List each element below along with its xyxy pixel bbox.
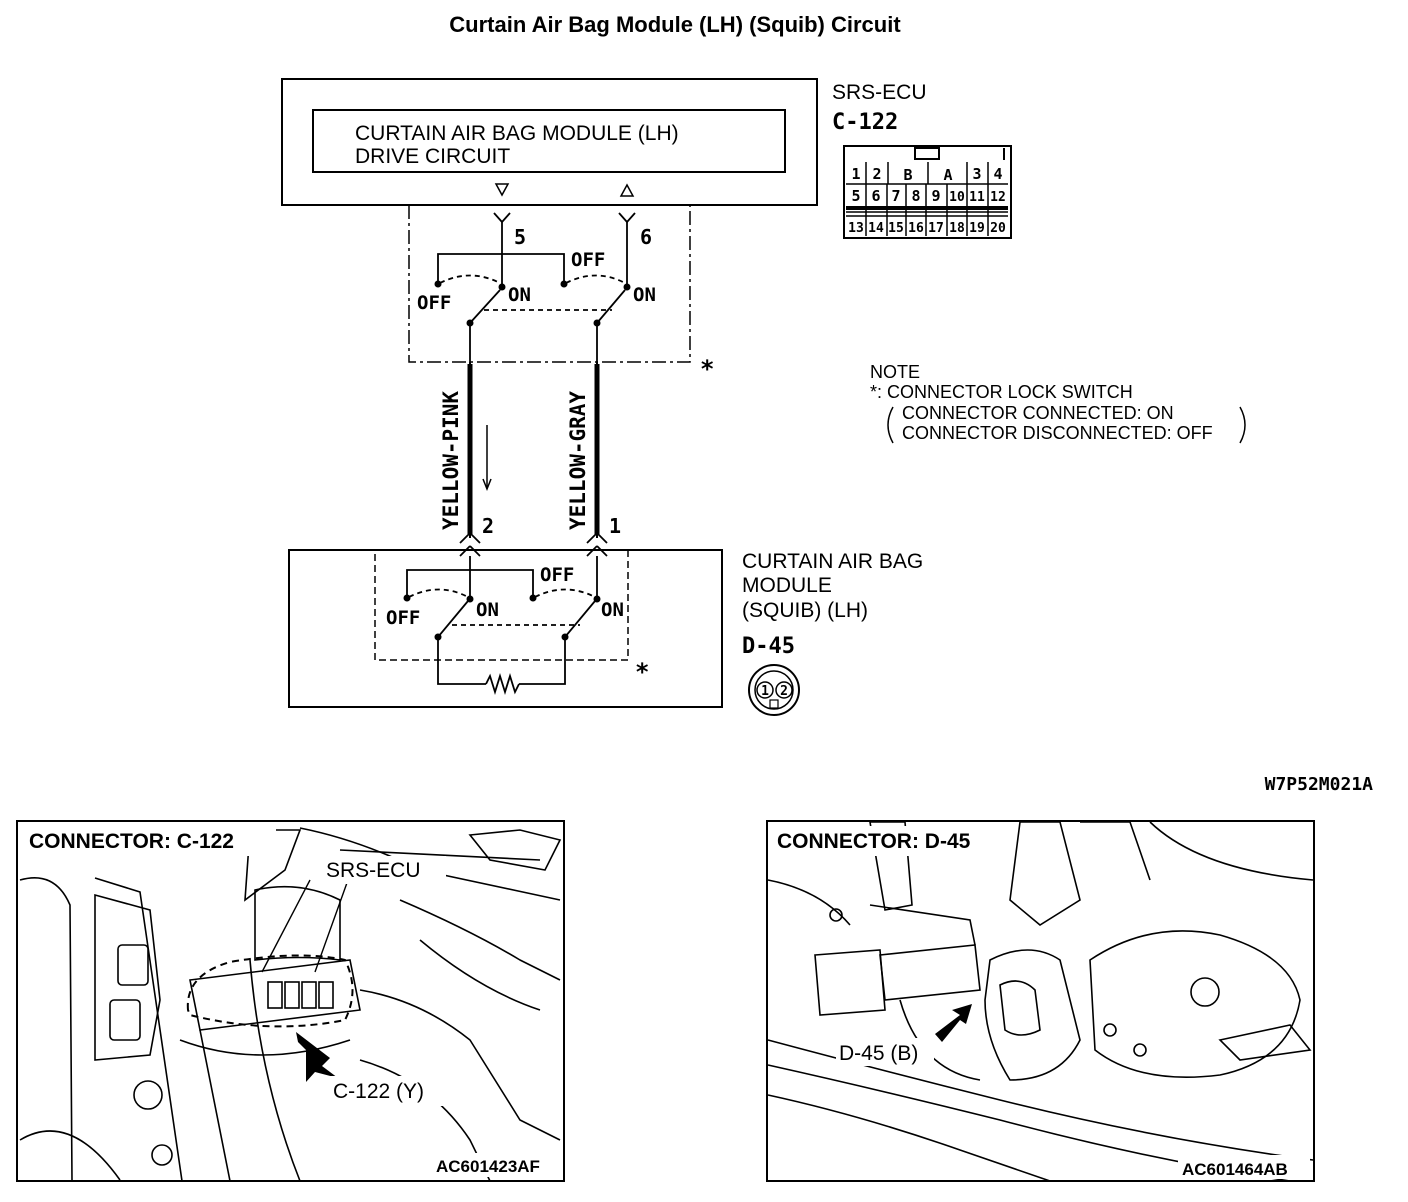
ecu-terminal-6 bbox=[618, 212, 636, 223]
drive-circuit-box bbox=[312, 109, 786, 173]
ecu-name-label: SRS-ECU bbox=[832, 81, 927, 104]
d45-pin-1: 1 bbox=[761, 684, 769, 699]
module-box bbox=[288, 549, 723, 708]
d45-pin-2: 2 bbox=[780, 684, 788, 699]
photo-right-connector-label: D-45 (B) bbox=[839, 1042, 918, 1065]
pin-label: 20 bbox=[990, 221, 1006, 236]
diagram-title: Curtain Air Bag Module (LH) (Squib) Circ… bbox=[449, 12, 901, 37]
pin-label: 5 bbox=[851, 187, 860, 205]
ecu-switch-wiring bbox=[437, 222, 628, 362]
pin-label: 1 bbox=[851, 165, 860, 183]
wire-left-color-label: YELLOW-PINK bbox=[439, 391, 463, 530]
module-switch-right-on: ON bbox=[601, 599, 624, 621]
pin-label: 16 bbox=[908, 221, 924, 236]
pin-label: 19 bbox=[969, 221, 985, 236]
module-switch-wiring bbox=[406, 556, 598, 696]
module-terminal-1-label: 1 bbox=[609, 514, 621, 538]
c122-pin-labels: 1 2 B A 3 4 5 6 7 8 9 10 11 12 13 14 15 … bbox=[848, 165, 1006, 236]
module-name-line1: CURTAIN AIR BAG bbox=[742, 550, 923, 573]
note-heading: NOTE bbox=[870, 362, 920, 382]
module-switch-left-on: ON bbox=[476, 599, 499, 621]
ecu-switch-contacts bbox=[434, 280, 631, 327]
note-left-paren bbox=[887, 406, 894, 444]
module-name-line3: (SQUIB) (LH) bbox=[742, 599, 868, 622]
photo-left-header: CONNECTOR: C-122 bbox=[29, 830, 234, 853]
module-lock-switch-area bbox=[374, 549, 629, 661]
module-connector-label: D-45 bbox=[742, 634, 795, 659]
ecu-switch-left-on: ON bbox=[508, 284, 531, 306]
wire-right-color-label: YELLOW-GRAY bbox=[566, 391, 590, 530]
pin-label: 6 bbox=[871, 187, 880, 205]
ecu-switch-right-on: ON bbox=[633, 284, 656, 306]
pin-label: 10 bbox=[949, 190, 965, 205]
photo-left-connector-label: C-122 (Y) bbox=[333, 1080, 424, 1103]
d45-connector-face bbox=[748, 664, 800, 716]
ecu-switch-right-off: OFF bbox=[571, 249, 605, 271]
ecu-terminal-5-label: 5 bbox=[514, 225, 526, 249]
input-arrow-icon bbox=[619, 183, 635, 197]
note-star-line: *: CONNECTOR LOCK SWITCH bbox=[870, 382, 1133, 402]
pin-label: 2 bbox=[872, 165, 881, 183]
pin-label: 12 bbox=[990, 190, 1006, 205]
current-direction-arrow-icon bbox=[482, 425, 492, 492]
note-connected-line: CONNECTOR CONNECTED: ON bbox=[902, 403, 1174, 423]
module-switch-contacts bbox=[403, 594, 601, 641]
pin-label: 14 bbox=[868, 221, 884, 236]
pin-label: 17 bbox=[928, 221, 944, 236]
diagram-code: W7P52M021A bbox=[1265, 774, 1374, 795]
pin-label: B bbox=[903, 166, 912, 184]
ecu-lock-switch-area bbox=[408, 205, 691, 363]
module-star-mark: * bbox=[635, 658, 649, 686]
photo-left-code: AC601423AF bbox=[436, 1157, 540, 1176]
pin-label: 11 bbox=[969, 190, 985, 205]
photo-right-header: CONNECTOR: D-45 bbox=[777, 830, 971, 853]
output-arrow-icon bbox=[494, 183, 510, 197]
photo-right-code: AC601464AB bbox=[1182, 1160, 1288, 1179]
note-right-paren bbox=[1239, 406, 1246, 444]
module-terminal-2-label: 2 bbox=[482, 514, 494, 538]
ecu-star-mark: * bbox=[700, 355, 714, 383]
ecu-switch-left-off: OFF bbox=[417, 292, 451, 314]
module-switch-left-off: OFF bbox=[386, 607, 420, 629]
pin-label: 4 bbox=[993, 165, 1002, 183]
c122-connector-face bbox=[843, 145, 1012, 239]
pin-label: 8 bbox=[911, 187, 920, 205]
ecu-connector-label: C-122 bbox=[832, 110, 898, 135]
ecu-terminal-6-label: 6 bbox=[640, 225, 652, 249]
ecu-box bbox=[281, 78, 818, 206]
photo-left-ecu-label: SRS-ECU bbox=[326, 859, 421, 882]
connector-c122-photo bbox=[16, 820, 565, 1182]
drive-circuit-line2: DRIVE CIRCUIT bbox=[355, 145, 510, 168]
ecu-terminal-5 bbox=[493, 212, 511, 223]
connector-d45-photo bbox=[766, 820, 1315, 1182]
pin-label: 18 bbox=[949, 221, 965, 236]
pin-label: 9 bbox=[931, 187, 940, 205]
pin-label: 3 bbox=[972, 165, 981, 183]
module-switch-right-off: OFF bbox=[540, 564, 574, 586]
pin-label: A bbox=[943, 166, 952, 184]
drive-circuit-line1: CURTAIN AIR BAG MODULE (LH) bbox=[355, 122, 679, 145]
pin-label: 15 bbox=[888, 221, 904, 236]
pin-label: 7 bbox=[891, 187, 900, 205]
module-name-line2: MODULE bbox=[742, 574, 832, 597]
pin-label: 13 bbox=[848, 221, 864, 236]
note-disconnected-line: CONNECTOR DISCONNECTED: OFF bbox=[902, 423, 1213, 443]
